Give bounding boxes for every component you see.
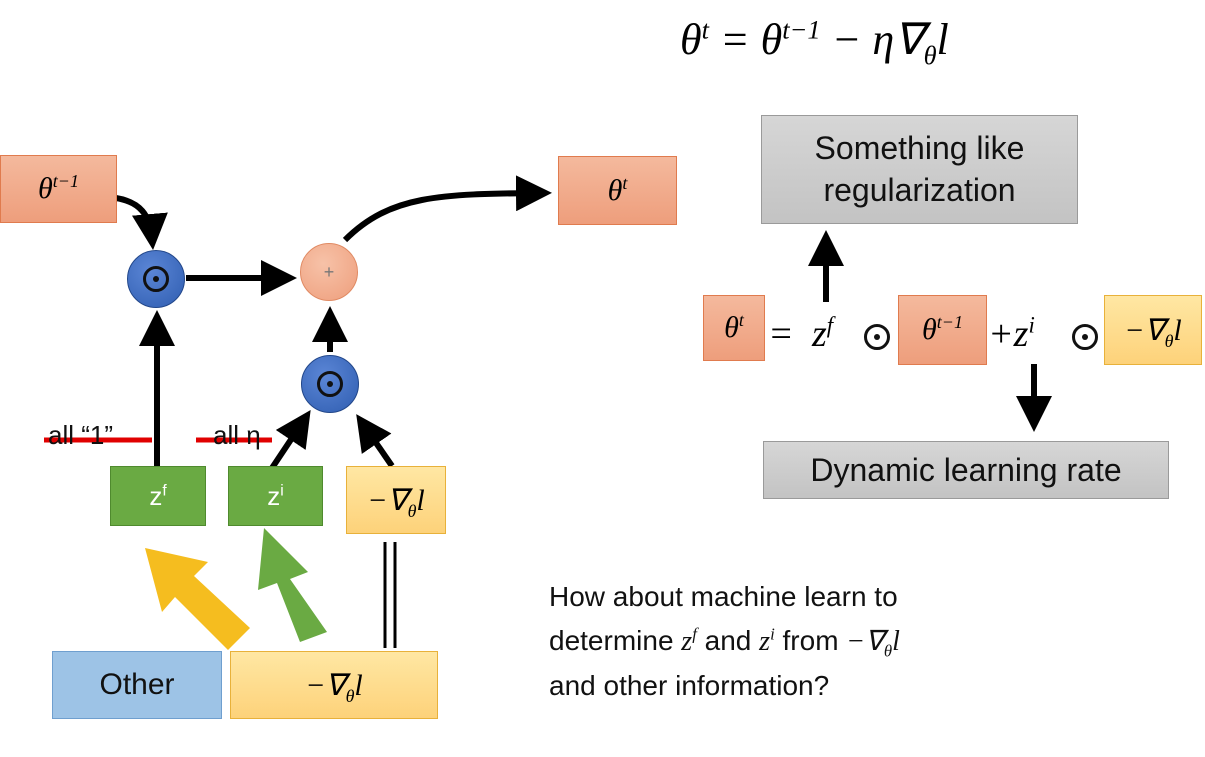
grad-prefix: −∇ [367,483,408,517]
theta-t-base: θ [607,173,623,207]
plus-symbol: + [323,261,335,282]
yellow-arrow [145,548,250,650]
eq2-zi-base: z [1013,313,1029,355]
other-label: Other [99,668,175,701]
zi-box: zi [228,466,323,526]
eq2-zi: +zi [988,312,1035,356]
odot-icon [864,324,890,350]
question-zi-sup: i [770,624,775,644]
eq2-grad-box: −∇θl [1104,295,1202,365]
question-from: from [774,625,847,656]
theta-t-box: θt [558,156,677,225]
zi-sup: i [280,481,284,499]
arrow-theta-prev-to-odot [115,195,168,250]
formula-grad: − η∇ [820,15,924,64]
grad-tail: l [354,668,363,702]
label-all-one: all “1” [48,420,114,450]
eq2-theta-t-base: θ [724,311,739,344]
formula-eq: = θ [708,15,783,64]
eq2-theta-t-sup: t [738,310,744,330]
grad-box-large: −∇θl [230,651,438,719]
formula-theta: θ [680,15,702,64]
grad-sub: θ [407,500,417,521]
question-zi-base: z [759,626,771,657]
eq2-zi-sup: i [1028,312,1035,338]
question-and: and [696,625,760,656]
arrow-zi-to-odot2 [269,410,311,470]
eq2-grad-prefix: −∇ [1124,313,1165,347]
dynamic-lr-box: Dynamic learning rate [763,441,1169,499]
grad-box-small: −∇θl [346,466,446,534]
regularization-box: Something like regularization [761,115,1078,224]
question-text: How about machine learn to determine zf … [549,575,900,708]
odot-node-input [301,355,359,413]
arrow-plus-to-theta-t [342,175,552,243]
eq2-zf-base: z [812,313,827,355]
eq2-zf-sup: f [826,312,834,338]
eq2-theta-prev-box: θt−1 [898,295,987,365]
question-determine: determine [549,625,682,656]
odot-icon [317,371,343,397]
question-grad-tail: l [892,626,900,657]
question-grad: −∇θl [846,626,900,659]
eq2-theta-t-box: θt [703,295,765,361]
eq2-theta-prev-sup: t−1 [936,312,963,332]
grad-sub: θ [345,685,355,706]
eq2-theta-prev-base: θ [922,313,937,346]
theta-prev-sup: t−1 [52,171,79,191]
zi-base: z [267,480,281,511]
zf-sup: f [162,481,167,499]
eq2-equals: = [768,313,794,355]
dynamic-lr-label: Dynamic learning rate [810,451,1122,488]
formula-sup-t-1: t−1 [782,14,821,45]
green-arrow [258,528,327,642]
question-line-1: How about machine learn to [549,581,898,612]
question-grad-prefix: −∇ [846,626,884,657]
formula-sub-theta: θ [923,39,937,70]
formula-l: l [936,15,949,64]
question-zf-base: z [681,626,693,657]
question-grad-sub: θ [883,641,893,661]
eq2-plus: + [988,313,1014,355]
formula-sup-t: t [701,14,709,45]
update-formula: θt = θt−1 − η∇θl [680,14,949,68]
eq2-grad-sub: θ [1164,330,1174,351]
label-all-eta: all η [213,420,261,450]
odot-icon [1072,324,1098,350]
theta-t-sup: t [622,172,628,193]
grad-tail: l [416,483,425,517]
question-zi: zi [759,626,775,657]
arrow-grad-to-odot2 [356,414,395,468]
eq2-grad-tail: l [1173,313,1182,347]
zf-box: zf [110,466,206,526]
regularization-label: Something like regularization [814,129,1025,208]
plus-node: + [300,243,358,301]
eq2-odot-1 [864,324,890,350]
question-zf: zf [681,626,697,657]
zf-base: z [149,480,163,511]
question-line-3: and other information? [549,670,830,701]
theta-prev-box: θt−1 [0,155,117,223]
odot-icon [143,266,169,292]
eq2-zf: zf [812,312,833,356]
eq2-odot-2 [1072,324,1098,350]
odot-node-forget [127,250,185,308]
grad-prefix: −∇ [305,668,346,702]
theta-prev-base: θ [38,172,53,205]
question-zf-sup: f [692,624,697,644]
question-line-2: determine zf and zi from −∇θl [549,619,900,664]
other-box: Other [52,651,222,719]
